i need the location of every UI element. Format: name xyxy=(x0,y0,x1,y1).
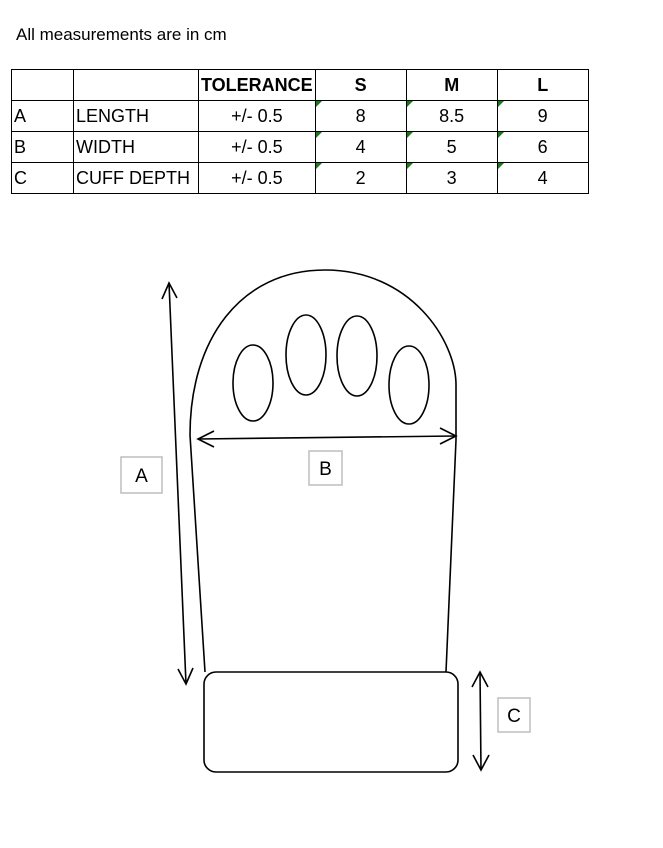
row-label: LENGTH xyxy=(73,100,199,132)
row-tolerance: +/- 0.5 xyxy=(198,131,316,163)
finger-hole-1 xyxy=(232,344,274,422)
header-code xyxy=(11,69,74,101)
glove-cuff xyxy=(203,671,459,773)
size-chart-table: TOLERANCE S M L A LENGTH +/- 0.5 8 8.5 9… xyxy=(11,69,589,194)
row-size-m: 3 xyxy=(405,162,498,194)
dimension-arrow-b xyxy=(196,427,458,448)
table-row-cuff-depth: C CUFF DEPTH +/- 0.5 2 3 4 xyxy=(11,162,589,194)
row-label: CUFF DEPTH xyxy=(73,162,199,194)
row-size-l: 4 xyxy=(496,162,589,194)
row-size-s: 4 xyxy=(314,131,407,163)
row-label: WIDTH xyxy=(73,131,199,163)
row-size-m: 8.5 xyxy=(405,100,498,132)
row-size-m: 5 xyxy=(405,131,498,163)
label-box-b: B xyxy=(308,450,343,486)
dimension-arrow-a xyxy=(161,281,194,686)
label-box-a: A xyxy=(120,456,163,494)
label-box-c: C xyxy=(497,697,531,733)
dimension-arrow-c xyxy=(471,670,490,772)
finger-hole-4 xyxy=(388,345,430,425)
table-row-length: A LENGTH +/- 0.5 8 8.5 9 xyxy=(11,100,589,132)
row-tolerance: +/- 0.5 xyxy=(198,162,316,194)
header-size-s: S xyxy=(314,69,407,101)
label-b: B xyxy=(319,459,332,480)
measurement-note: All measurements are in cm xyxy=(16,25,227,44)
finger-hole-2 xyxy=(285,314,327,396)
finger-hole-3 xyxy=(336,315,378,397)
header-size-l: L xyxy=(496,69,589,101)
row-size-s: 2 xyxy=(314,162,407,194)
row-code: C xyxy=(11,162,74,194)
glove-outline xyxy=(189,269,457,673)
label-c: C xyxy=(507,706,521,727)
label-a: A xyxy=(135,466,148,487)
table-row-width: B WIDTH +/- 0.5 4 5 6 xyxy=(11,131,589,163)
header-label xyxy=(73,69,199,101)
